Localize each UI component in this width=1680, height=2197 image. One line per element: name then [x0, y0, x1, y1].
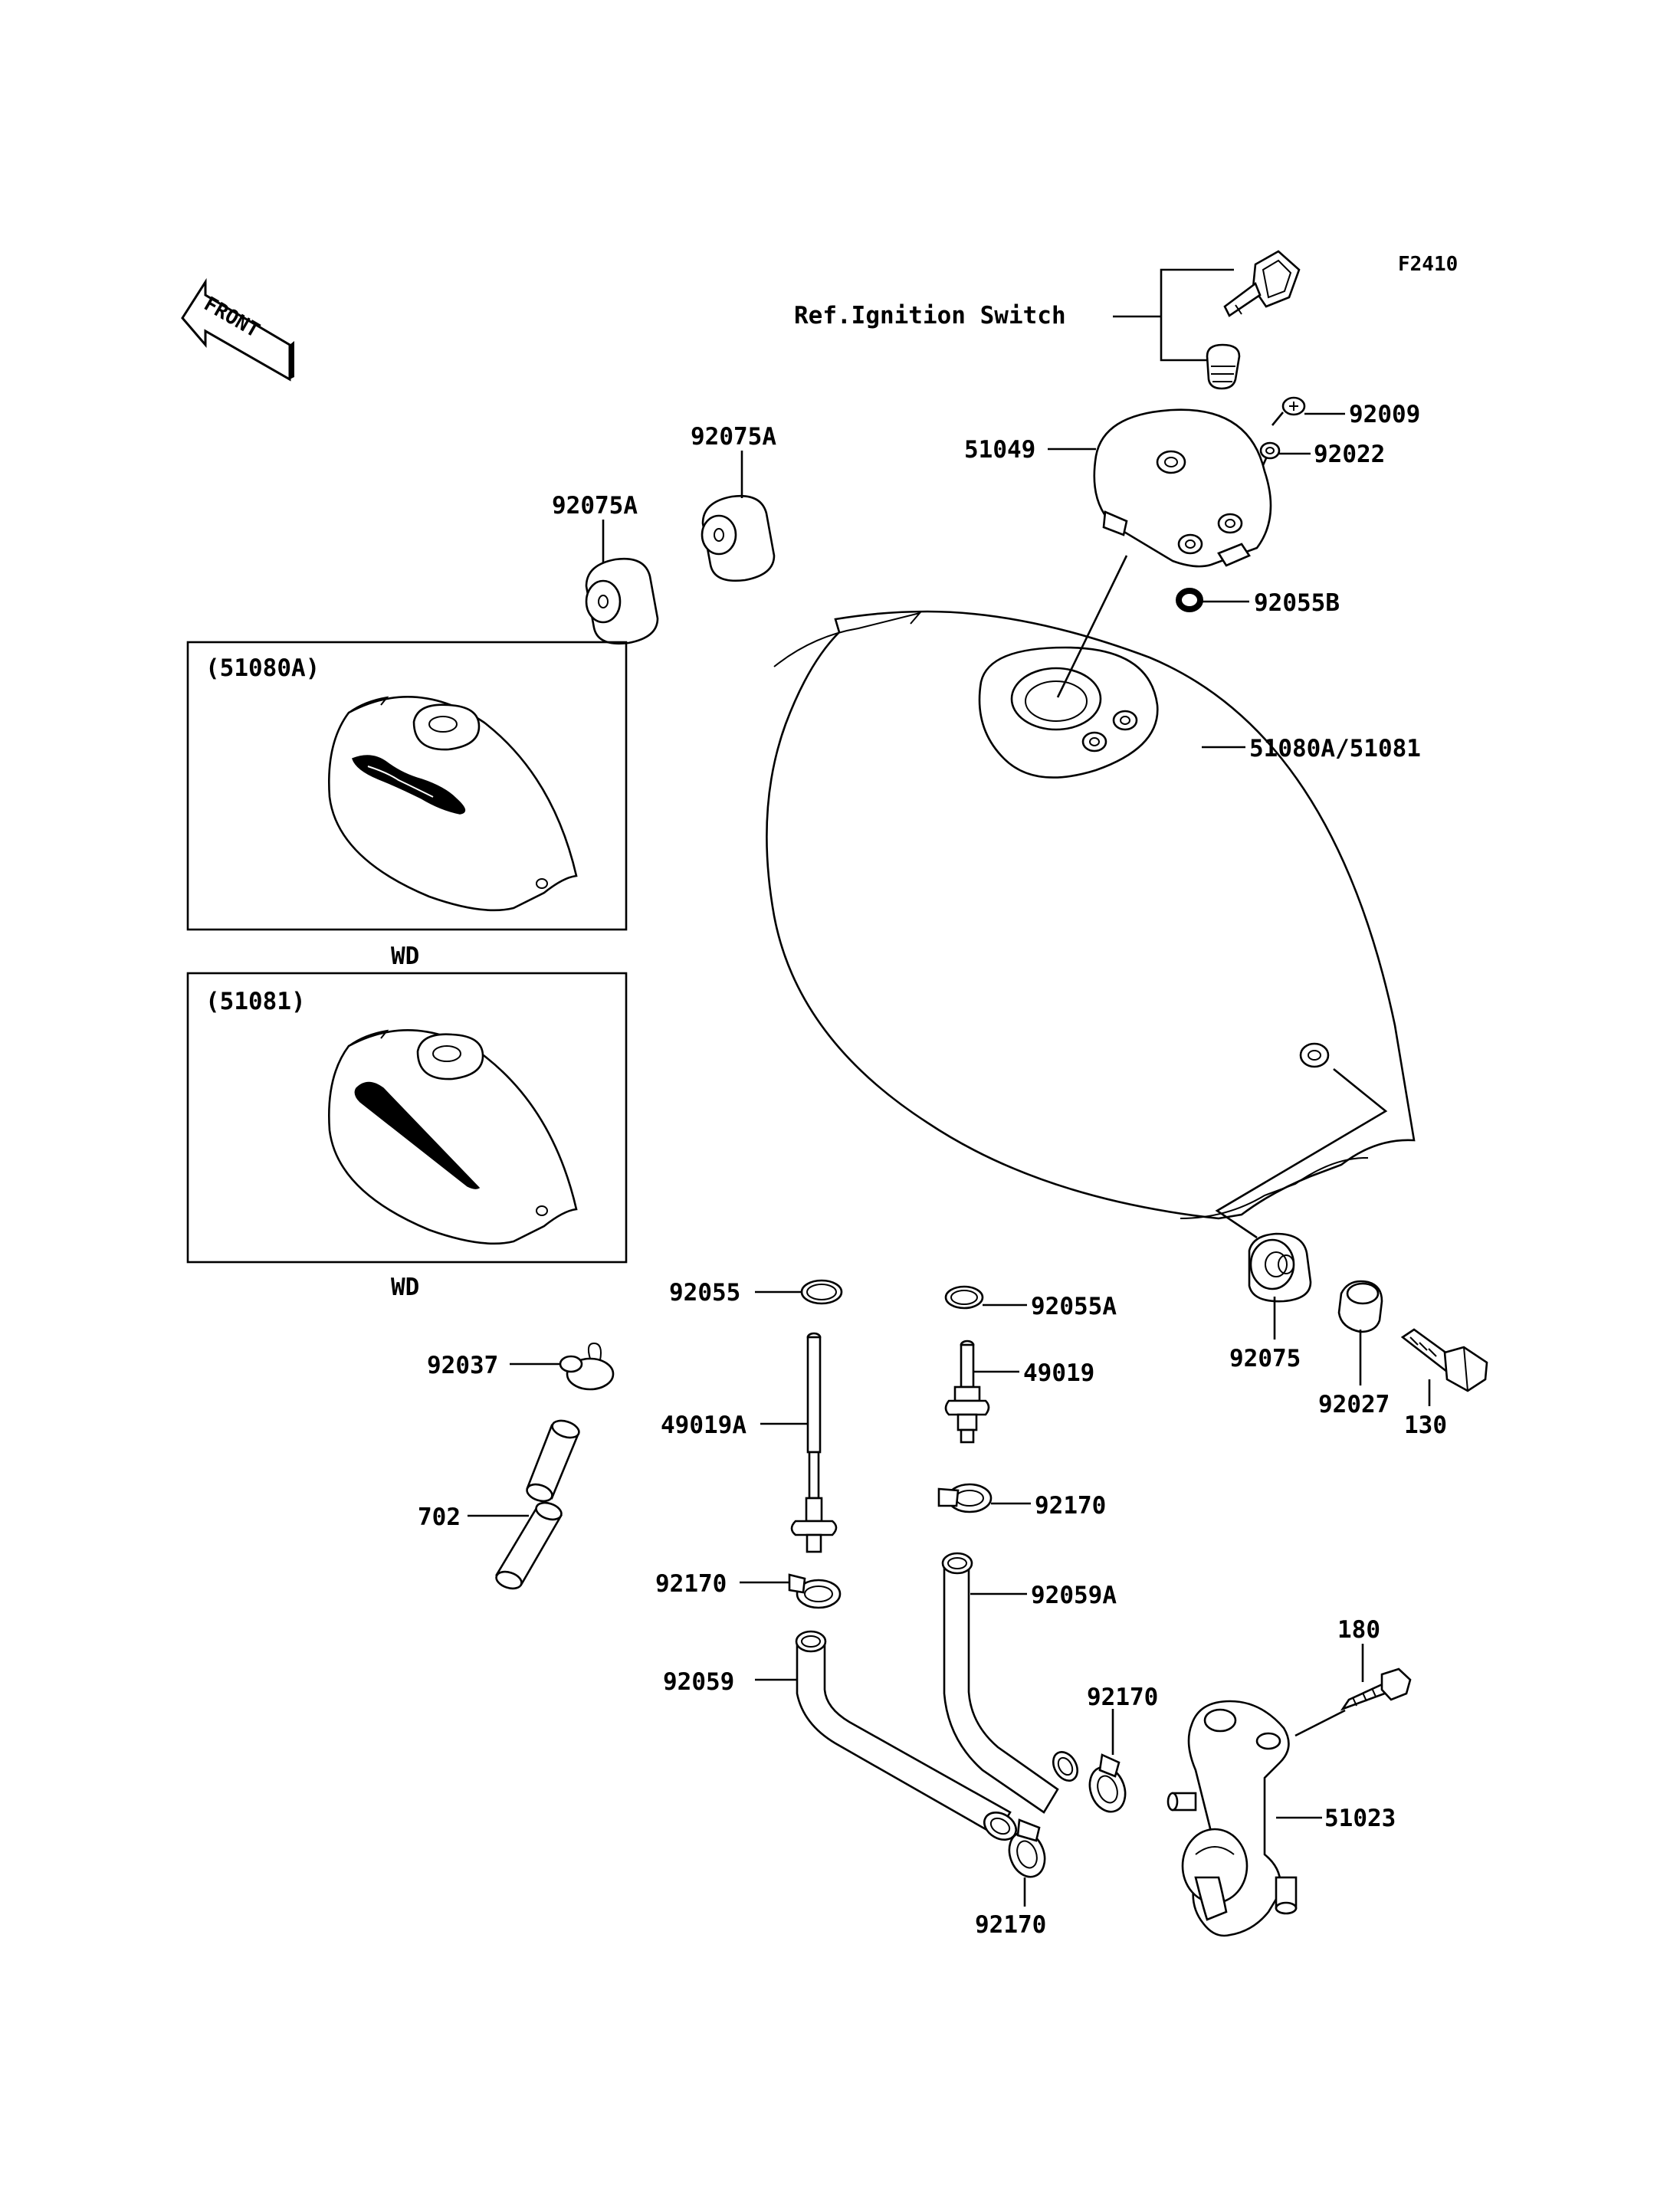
part-label-92170-right: 92170: [1087, 1684, 1158, 1711]
pipe-49019-icon: [944, 1340, 990, 1444]
damper-92075A-upper-icon: [701, 494, 776, 582]
part-label-51049: 51049: [964, 436, 1035, 464]
ref-ignition-switch-label: Ref.Ignition Switch: [794, 302, 1066, 330]
ignition-bracket: [1113, 268, 1234, 362]
tank-cap-cover-51049-icon: [1093, 408, 1272, 568]
part-label-51023: 51023: [1324, 1805, 1396, 1832]
clamp-92170-right-icon: [1088, 1753, 1127, 1813]
clamp-92170-left-icon: [788, 1573, 842, 1609]
inset-51081-title: (51081): [205, 988, 306, 1015]
inset-51081-box: [186, 972, 628, 1264]
part-label-92055: 92055: [669, 1279, 740, 1307]
clamp-92170-upper-icon: [937, 1483, 993, 1513]
inset-51080A-title: (51080A): [205, 654, 320, 682]
part-label-702: 702: [418, 1503, 461, 1531]
part-label-92027: 92027: [1318, 1391, 1390, 1418]
part-label-92055B: 92055B: [1254, 589, 1340, 617]
o-ring-92055B-icon: [1176, 588, 1203, 612]
front-arrow-icon: FRONT: [181, 277, 294, 382]
fuel-valve-51023-icon: [1166, 1700, 1298, 1937]
part-label-92170-left: 92170: [655, 1570, 727, 1598]
part-label-92037: 92037: [427, 1352, 498, 1379]
inset-51080A-caption: WD: [391, 943, 419, 970]
inset-51080A-tank-icon: [328, 696, 578, 912]
part-label-180: 180: [1337, 1616, 1380, 1644]
part-label-92059A: 92059A: [1031, 1582, 1117, 1609]
ignition-key-icon: [1223, 250, 1301, 317]
inset-51081-caption: WD: [391, 1274, 419, 1301]
part-label-92022: 92022: [1314, 441, 1385, 468]
part-label-51080A-51081: 51080A/51081: [1249, 735, 1421, 762]
part-label-92075: 92075: [1229, 1345, 1301, 1372]
part-label-92170-upper: 92170: [1035, 1492, 1106, 1520]
washer-92022-icon: [1259, 441, 1281, 460]
clamp-92170-bottom-icon: [1008, 1818, 1046, 1878]
hose-92059A-icon: [941, 1552, 1079, 1814]
figure-code: F2410: [1398, 253, 1458, 276]
collar-92027-icon: [1337, 1280, 1383, 1333]
hose-92059-icon: [795, 1630, 1017, 1841]
tube-702-icon: [495, 1419, 580, 1590]
screw-92009-icon: [1271, 396, 1306, 426]
bolt-180-icon: [1340, 1667, 1412, 1711]
part-label-92075A-lower: 92075A: [552, 492, 638, 520]
inset-51081-tank-icon: [328, 1029, 578, 1245]
bolt-130-icon: [1400, 1328, 1488, 1392]
part-label-49019: 49019: [1023, 1359, 1094, 1387]
part-label-49019A: 49019A: [661, 1412, 746, 1439]
part-label-92009: 92009: [1349, 401, 1420, 428]
mount-leader-lines: [1215, 1067, 1388, 1239]
part-label-92170-bottom: 92170: [975, 1911, 1046, 1939]
inset-51080A-box: [186, 641, 628, 931]
grommet-92075-icon: [1248, 1232, 1312, 1303]
fuel-tank-51080A-51081-icon: [766, 610, 1416, 1220]
part-label-92059: 92059: [663, 1668, 734, 1696]
filter-92037-icon: [559, 1342, 615, 1391]
ignition-lock-cylinder-icon: [1206, 343, 1241, 390]
pipe-49019A-icon: [790, 1332, 838, 1553]
part-label-130: 130: [1404, 1412, 1447, 1439]
part-label-92075A-upper: 92075A: [691, 423, 776, 451]
damper-92075A-lower-icon: [585, 557, 659, 645]
part-label-92055A: 92055A: [1031, 1293, 1117, 1320]
